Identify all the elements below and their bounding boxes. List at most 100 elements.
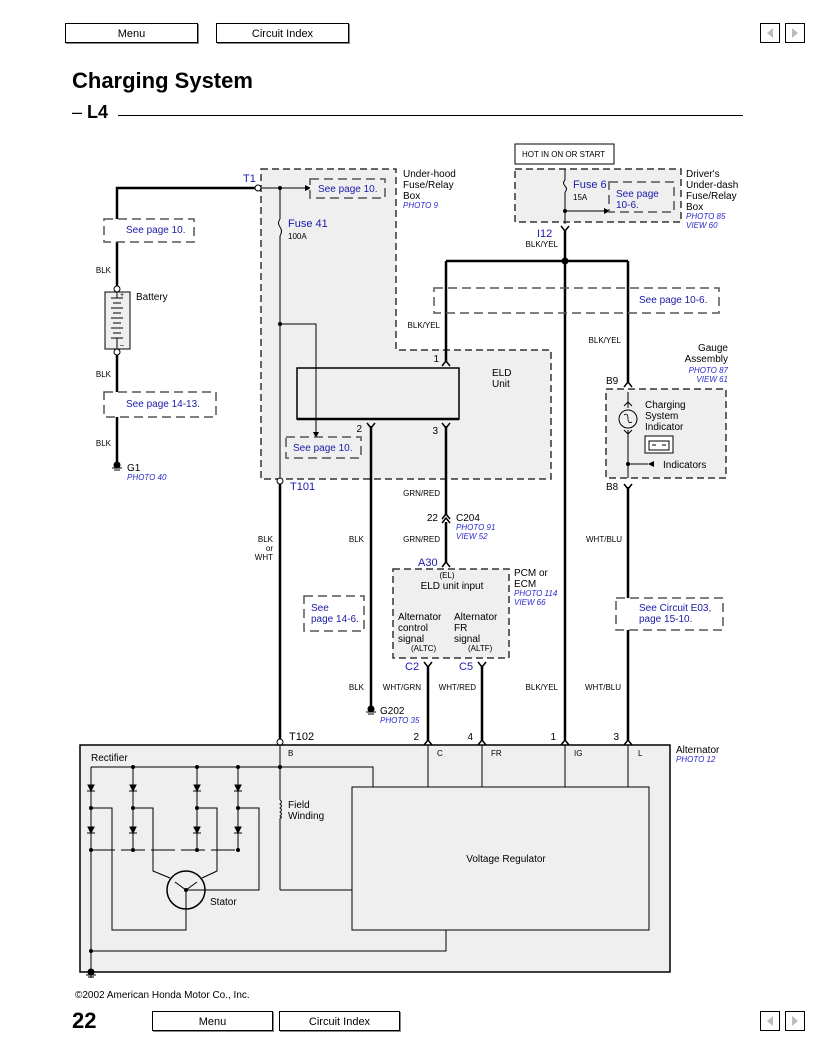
eld-label-2: Unit xyxy=(492,379,510,390)
battery-label: Battery xyxy=(136,292,168,303)
svg-text:+: + xyxy=(120,292,124,299)
copyright: ©2002 American Honda Motor Co., Inc. xyxy=(75,990,250,1001)
see-page-10-6-link-1a[interactable]: See page xyxy=(616,189,659,200)
wire-label-blkyel-1: BLK/YEL xyxy=(408,321,441,330)
see-circuit-e03-link-b[interactable]: page 15-10. xyxy=(639,614,692,625)
c204-label: C204 xyxy=(456,513,480,524)
gauge-photo: PHOTO 87 xyxy=(689,366,729,375)
battery-icon: + – xyxy=(104,291,131,350)
altf-label-1: Alternator xyxy=(454,612,498,623)
section-label: L4 xyxy=(87,102,109,122)
fuse41-icon xyxy=(278,218,282,237)
footer-next-page-button[interactable] xyxy=(785,1011,805,1031)
page-number: 22 xyxy=(72,1008,97,1033)
c204-photo: PHOTO 91 xyxy=(456,523,495,532)
reference-boxes xyxy=(103,178,724,632)
wire-label-or: or xyxy=(266,544,273,553)
fuse41-rating: 100A xyxy=(288,232,307,241)
underhood-label-2: Fuse/Relay xyxy=(403,180,454,191)
next-page-button[interactable] xyxy=(785,23,805,43)
see-page-14-6-link-a[interactable]: See xyxy=(311,603,329,614)
alt-terminal-b: B xyxy=(288,749,293,758)
b9-label: B9 xyxy=(606,376,619,387)
pcm-label-2: ECM xyxy=(514,579,536,590)
alt-pin-2: 2 xyxy=(413,732,419,743)
underhood-photo: PHOTO 9 xyxy=(403,201,439,210)
diode-icons xyxy=(87,784,242,835)
alt-terminal-l: L xyxy=(638,749,643,758)
footer-prev-page-button[interactable] xyxy=(760,1011,780,1031)
see-page-10-link-3[interactable]: See page 10. xyxy=(293,443,353,454)
alt-terminal-c: C xyxy=(437,749,443,758)
g202-photo: PHOTO 35 xyxy=(380,716,420,725)
altc-label-1: Alternator xyxy=(398,612,442,623)
wire-label-whtblu-2: WHT/BLU xyxy=(585,683,621,692)
hot-label: HOT IN ON OR START xyxy=(522,150,605,159)
altc-label-2: control xyxy=(398,623,428,634)
wire-label-grnred-2: GRN/RED xyxy=(403,535,440,544)
g202-label: G202 xyxy=(380,706,405,717)
altc-label-3: signal xyxy=(398,634,424,645)
wires xyxy=(115,169,648,742)
pcm-el-tag: (EL) xyxy=(439,571,454,580)
c2-label: C2 xyxy=(405,661,419,673)
pcm-box xyxy=(392,568,510,659)
field-winding-icon xyxy=(279,799,282,819)
menu-button[interactable]: Menu xyxy=(65,23,198,43)
driver-box-view: VIEW 60 xyxy=(686,221,718,230)
wire-label-blkyel-4: BLK/YEL xyxy=(526,683,559,692)
c204-pin: 22 xyxy=(427,513,439,524)
see-page-10-link-1[interactable]: See page 10. xyxy=(318,184,378,195)
eld-unit-box xyxy=(296,367,460,420)
see-circuit-e03-link-a[interactable]: See Circuit E03, xyxy=(639,603,711,614)
gauge-label-1: Gauge xyxy=(698,343,728,354)
indicator-label-2: System xyxy=(645,411,678,422)
title-divider xyxy=(118,115,743,116)
pcm-view: VIEW 66 xyxy=(514,598,546,607)
alternator-photo: PHOTO 12 xyxy=(676,755,716,764)
right-triangle-icon xyxy=(792,1016,798,1026)
footer-circuit-index-button[interactable]: Circuit Index xyxy=(279,1011,400,1031)
alternator-label: Alternator xyxy=(676,745,720,756)
left-triangle-icon xyxy=(767,28,773,38)
fuse6-rating: 15A xyxy=(573,193,588,202)
battery-warning-icon xyxy=(644,435,674,454)
wire-label-blkyel-3: BLK/YEL xyxy=(589,336,622,345)
altf-label-3: signal xyxy=(454,634,480,645)
left-triangle-icon xyxy=(767,1016,773,1026)
b8-label: B8 xyxy=(606,482,619,493)
pcm-label-1: PCM or xyxy=(514,568,549,579)
prev-page-button[interactable] xyxy=(760,23,780,43)
alt-terminal-ig: IG xyxy=(574,749,582,758)
see-page-10-6-link-2[interactable]: See page 10-6. xyxy=(639,295,707,306)
see-page-10-link-2[interactable]: See page 10. xyxy=(126,225,186,236)
footer-menu-button[interactable]: Menu xyxy=(152,1011,273,1031)
see-page-14-13-link[interactable]: See page 14-13. xyxy=(126,399,200,410)
wire-label-blk-2: BLK xyxy=(96,370,112,379)
splice-dots xyxy=(278,186,630,466)
fuse6-icon xyxy=(563,179,567,193)
wire-label-blk-5: BLK xyxy=(349,683,365,692)
driver-box-label-3: Fuse/Relay xyxy=(686,191,737,202)
wire-label-blk-4: BLK xyxy=(349,535,365,544)
arrow-marks xyxy=(305,185,654,467)
eld-pin-1: 1 xyxy=(433,354,439,365)
t102-label: T102 xyxy=(289,731,314,743)
circuit-index-button[interactable]: Circuit Index xyxy=(216,23,349,43)
driver-box-label-4: Box xyxy=(686,202,703,213)
underhood-label-1: Under-hood xyxy=(403,169,456,180)
a30-label: A30 xyxy=(418,557,438,569)
driver-box-label-1: Driver's xyxy=(686,169,720,180)
see-page-10-6-link-1b[interactable]: 10-6. xyxy=(616,200,639,211)
stator-icon xyxy=(166,870,206,910)
gauge-view: VIEW 61 xyxy=(696,375,728,384)
wire-label-blk-3: BLK xyxy=(96,439,112,448)
stator-label: Stator xyxy=(210,897,237,908)
alternator-dots xyxy=(89,765,282,953)
wire-label-whtblu-1: WHT/BLU xyxy=(586,535,622,544)
see-page-14-6-link-b[interactable]: page 14-6. xyxy=(311,614,359,625)
svg-text:–: – xyxy=(120,342,124,349)
hot-label-box xyxy=(514,143,615,165)
c204-view: VIEW 52 xyxy=(456,532,488,541)
